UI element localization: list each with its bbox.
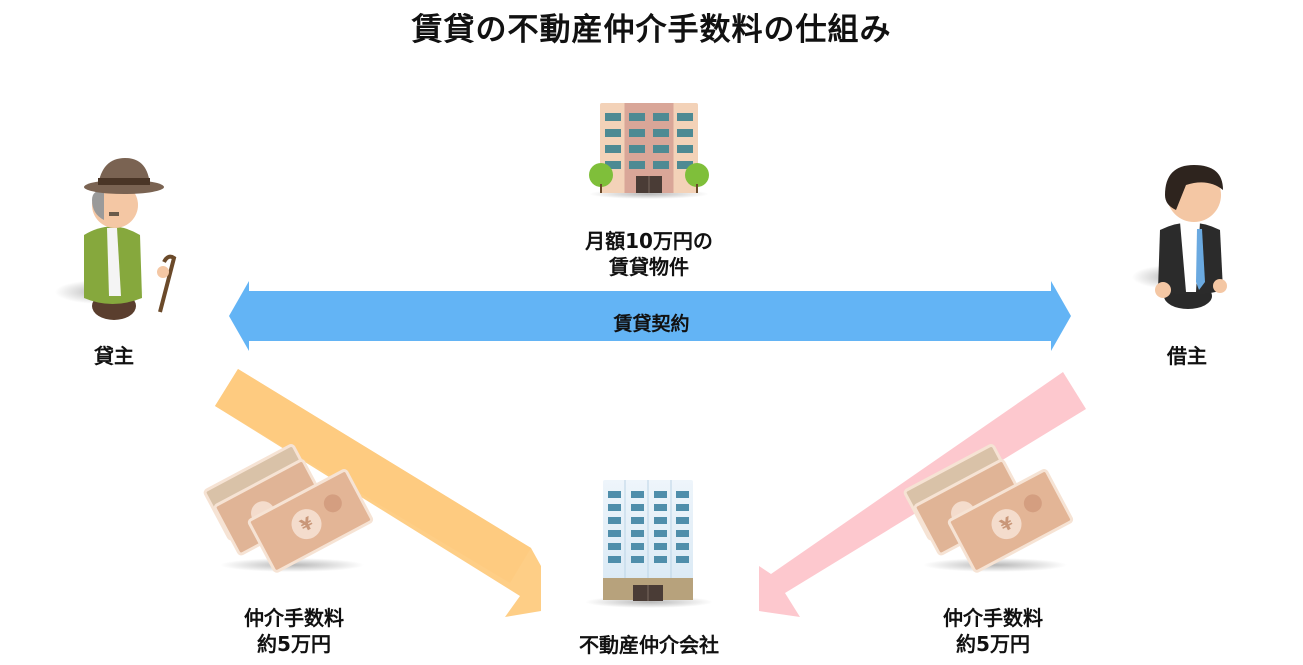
money-stack-left-icon: ¥: [203, 444, 374, 573]
tenant-avatar-icon: [1132, 165, 1227, 309]
page-title: 賃貸の不動産仲介手数料の仕組み: [411, 12, 892, 48]
fee-left-line2: 約5万円: [257, 632, 331, 656]
tenant-label: 借主: [1167, 344, 1207, 368]
contract-arrow: [229, 281, 1071, 351]
fee-right-line2: 約5万円: [956, 632, 1030, 656]
fee-right-line1: 仲介手数料: [943, 606, 1043, 630]
fee-left-label: 仲介手数料 約5万円: [194, 605, 394, 657]
agency-office-building-icon: [585, 480, 713, 608]
fee-right-label: 仲介手数料 約5万円: [893, 605, 1093, 657]
money-stack-right-icon: ¥: [903, 444, 1074, 573]
landlord-avatar-icon: [55, 158, 177, 320]
property-label-line2: 賃貸物件: [609, 255, 689, 279]
apartment-building-icon: [589, 103, 709, 199]
landlord-label: 貸主: [94, 344, 134, 368]
property-label: 月額10万円の 賃貸物件: [549, 228, 749, 280]
fee-left-line1: 仲介手数料: [244, 606, 344, 630]
agency-label: 不動産仲介会社: [579, 633, 719, 657]
property-label-line1: 月額10万円の: [585, 229, 713, 253]
contract-label: 賃貸契約: [613, 313, 690, 335]
